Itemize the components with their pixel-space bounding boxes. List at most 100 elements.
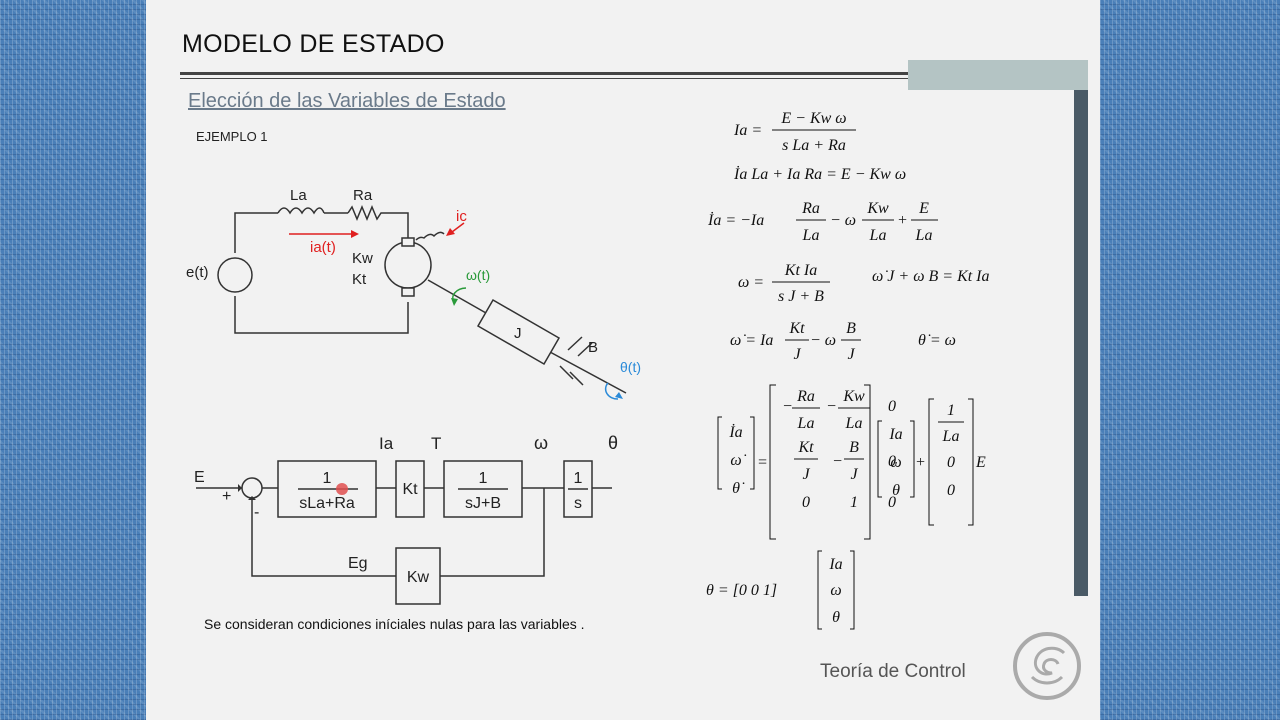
eq1-den: s La + Ra (782, 137, 846, 154)
eq1-lhs: Ia = (733, 122, 762, 139)
state-vec-0: İa (728, 423, 742, 441)
eq4-num: Kt Ia (784, 262, 817, 279)
feedback-signal-label: Eg (348, 555, 368, 572)
feedback-block-label: Kw (407, 569, 430, 586)
svg-text:−: − (782, 398, 793, 415)
block2-label: Kt (402, 481, 418, 498)
svg-text:−: − (826, 398, 837, 415)
omega-label: ω(t) (466, 267, 490, 283)
out-vec-1: ω (830, 582, 841, 599)
a-matrix-01-den: La (845, 415, 863, 432)
signal-omega-label: ω (534, 433, 548, 453)
section-subtitle: Elección de las Variables de Estado (188, 90, 506, 112)
background-texture-left (0, 0, 146, 720)
input-e-label: E (194, 469, 205, 486)
theta-label: θ(t) (620, 359, 641, 375)
b-vec-2: 0 (947, 482, 955, 499)
a-matrix-02: 0 (888, 398, 896, 415)
minus-sign: - (254, 504, 259, 521)
eq6-lhs: ω̇ = Ia (730, 332, 773, 349)
eq4-lhs: ω = (738, 274, 764, 291)
title-rule (180, 72, 1068, 75)
eq3-lhs: İa = −Ia (707, 211, 764, 229)
current-label: ia(t) (310, 239, 336, 256)
a-matrix-20: 0 (802, 494, 810, 511)
block4-num: 1 (574, 470, 583, 487)
slide-title: MODELO DE ESTADO (182, 30, 445, 58)
a-matrix-10-den: J (802, 466, 810, 483)
svg-text:−: − (832, 453, 843, 470)
b-vec-0-num: 1 (947, 402, 955, 419)
block3-num: 1 (479, 470, 488, 487)
inductor-label: La (290, 187, 307, 204)
out-vec-0: Ia (828, 556, 842, 573)
x-vec-1: ω (890, 454, 901, 471)
eq3-f3-num: E (918, 200, 929, 217)
block3-den: sJ+B (465, 495, 501, 512)
source-label: e(t) (186, 264, 209, 281)
eq3-mid: − ω (830, 212, 856, 229)
a-matrix-22: 0 (888, 494, 896, 511)
plus-sign: + (222, 488, 231, 505)
eq6-f1-den: J (793, 346, 801, 363)
decor-vertical-bar (1074, 90, 1088, 596)
a-matrix-11-num: B (849, 439, 859, 456)
eq7: θ̇ = ω (918, 332, 956, 349)
eq1-num: E − Kw ω (780, 110, 846, 127)
eq6-f1-num: Kt (788, 320, 805, 337)
eq5: ω̇ J + ω B = Kt Ia (872, 268, 990, 285)
eq3-f2-den: La (869, 227, 887, 244)
motor-circuit-diagram: e(t) La Ra ia(t) Kw Kt ic ω(t) J B θ(t) (186, 187, 641, 400)
eq3-plus: + (897, 212, 908, 229)
a-matrix-00-num: Ra (796, 388, 815, 405)
a-matrix-12: 0 (888, 453, 896, 470)
eq4-den: s J + B (778, 288, 824, 305)
a-matrix-00-den: La (797, 415, 815, 432)
a-matrix-01-num: Kw (842, 388, 865, 405)
resistor-label: Ra (353, 187, 373, 204)
svg-text:+: + (915, 454, 926, 471)
initial-conditions-note: Se consideran condiciones iníciales nula… (204, 616, 585, 632)
example-label: EJEMPLO 1 (196, 129, 268, 144)
b-vec-0-den: La (942, 428, 960, 445)
footer-course-name: Teoría de Control (820, 661, 966, 682)
block1-num: 1 (323, 470, 332, 487)
slide: MODELO DE ESTADO Elección de las Variabl… (146, 0, 1100, 720)
title-rule-thin (180, 78, 1068, 79)
b-vec-1: 0 (947, 454, 955, 471)
out-vec-2: θ (832, 609, 840, 626)
eq3-f1-den: La (802, 227, 820, 244)
block4-den: s (574, 495, 582, 512)
background-texture-right (1100, 0, 1280, 720)
output-lhs: θ = [0 0 1] (706, 582, 777, 599)
eq3-f1-num: Ra (801, 200, 820, 217)
eq6-f2-num: B (846, 320, 856, 337)
x-vec-2: θ (892, 482, 900, 499)
eq3-f3-den: La (915, 227, 933, 244)
course-logo-icon (1013, 632, 1081, 700)
state-equations: Ia = E − Kw ω s La + Ra İa La + Ia Ra = … (706, 110, 990, 630)
eq3-f2-num: Kw (866, 200, 889, 217)
a-matrix-21: 1 (850, 494, 858, 511)
eq6-mid: − ω (810, 332, 836, 349)
friction-label: B (588, 339, 598, 356)
motor-kt-label: Kt (352, 271, 367, 288)
block1-den: sLa+Ra (299, 495, 355, 512)
signal-theta-label: θ (608, 433, 618, 453)
input-var: E (975, 454, 986, 471)
block-diagram: E + - 1 sLa+Ra Kt 1 sJ+B 1 s Kw Eg Ia T … (194, 433, 618, 605)
a-matrix-10-num: Kt (797, 439, 814, 456)
inertia-label: J (514, 325, 522, 342)
eq2: İa La + Ia Ra = E − Kw ω (733, 165, 906, 183)
motor-kw-label: Kw (352, 250, 373, 267)
state-vec-1: ω̇ (730, 452, 746, 469)
decor-tab (908, 60, 1088, 90)
eq6-f2-den: J (847, 346, 855, 363)
ic-label: ic (456, 208, 467, 225)
signal-t-label: T (431, 434, 441, 453)
svg-text:=: = (757, 454, 768, 471)
signal-ia-label: Ia (379, 434, 394, 453)
a-matrix-11-den: J (850, 466, 858, 483)
state-vec-2: θ̇ (732, 480, 745, 497)
x-vec-0: Ia (888, 426, 902, 443)
